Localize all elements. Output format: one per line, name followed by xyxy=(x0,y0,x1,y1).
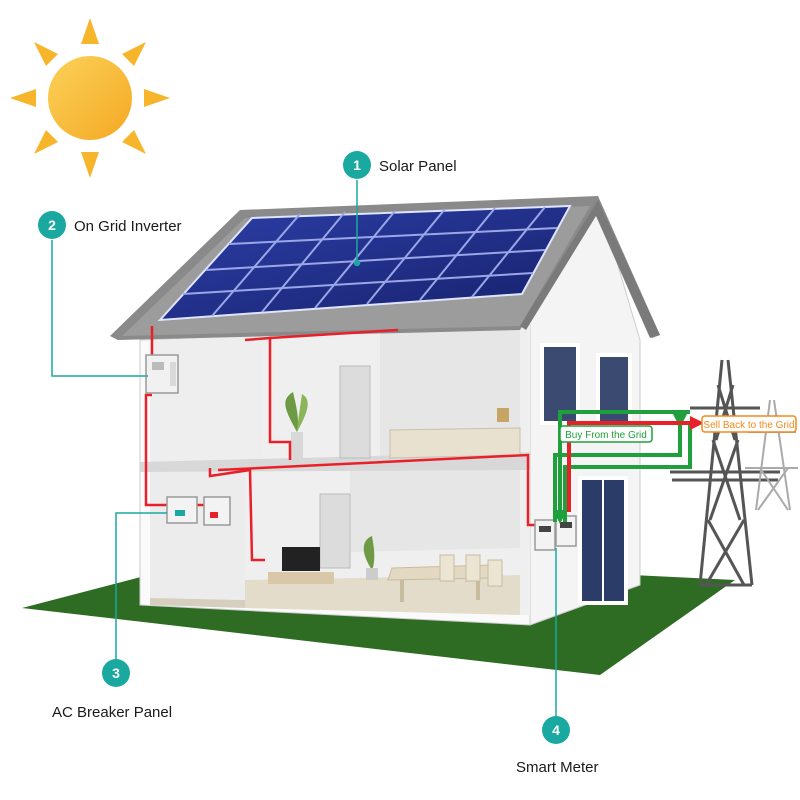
sell-arrow xyxy=(567,416,704,512)
grid-flow-arrows xyxy=(553,412,692,522)
callout-inverter: 2 On Grid Inverter xyxy=(38,211,182,239)
callout-label: Smart Meter xyxy=(516,759,599,776)
callout-label: On Grid Inverter xyxy=(74,218,182,235)
callout-number: 2 xyxy=(48,217,56,233)
breaker-panel-icon xyxy=(166,496,231,526)
sun-icon xyxy=(10,18,170,178)
electrical-wiring xyxy=(144,326,535,562)
callout-label: Solar Panel xyxy=(379,158,457,175)
callout-number: 4 xyxy=(552,722,560,738)
smart-meter-icon xyxy=(534,515,577,551)
callout-label: AC Breaker Panel xyxy=(52,704,172,721)
callout-badge-2 xyxy=(38,211,66,239)
transmission-tower-icon xyxy=(670,359,780,587)
callout-solar-panel: 1 Solar Panel xyxy=(343,151,457,179)
svg-text:Sell Back to the Grid: Sell Back to the Grid xyxy=(703,420,794,431)
callout-breaker-panel: 3 AC Breaker Panel xyxy=(52,659,172,721)
callout-number: 3 xyxy=(112,665,120,681)
svg-text:Buy From the Grid: Buy From the Grid xyxy=(565,430,647,441)
callout-badge-4 xyxy=(542,716,570,744)
callout-number: 1 xyxy=(353,157,361,173)
buy-arrow xyxy=(553,410,690,524)
callout-badge-1 xyxy=(343,151,371,179)
callout-leaders xyxy=(51,180,557,720)
inverter-icon xyxy=(145,354,179,394)
sell-label: Sell Back to the Grid xyxy=(701,415,797,433)
buy-label: Buy From the Grid xyxy=(559,425,653,443)
callout-smart-meter: 4 Smart Meter xyxy=(516,716,599,776)
solar-panel-icon xyxy=(157,204,572,322)
callout-badge-3 xyxy=(102,659,130,687)
